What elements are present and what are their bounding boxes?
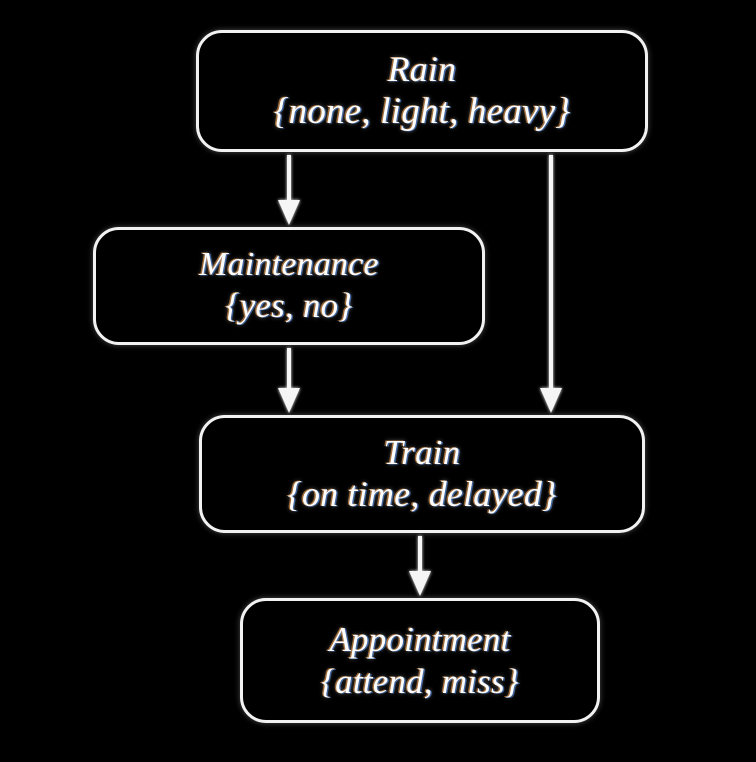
node-maintenance[interactable]: Maintenance {yes, no} xyxy=(93,227,485,345)
node-maintenance-states: {yes, no} xyxy=(225,286,353,326)
node-rain-states: {none, light, heavy} xyxy=(273,91,571,133)
node-appointment-title: Appointment xyxy=(329,620,511,660)
edge-maintenance-to-train xyxy=(278,348,300,413)
edge-rain-to-maintenance xyxy=(278,155,300,225)
node-maintenance-title: Maintenance xyxy=(199,246,379,284)
node-appointment[interactable]: Appointment {attend, miss} xyxy=(240,598,600,723)
edge-train-to-appointment xyxy=(409,536,431,596)
node-train[interactable]: Train {on time, delayed} xyxy=(199,415,645,533)
node-rain[interactable]: Rain {none, light, heavy} xyxy=(196,30,648,152)
node-train-states: {on time, delayed} xyxy=(287,474,557,515)
node-rain-title: Rain xyxy=(387,49,457,90)
node-train-title: Train xyxy=(383,433,461,473)
node-appointment-states: {attend, miss} xyxy=(320,661,520,701)
edge-rain-to-train xyxy=(540,155,562,413)
